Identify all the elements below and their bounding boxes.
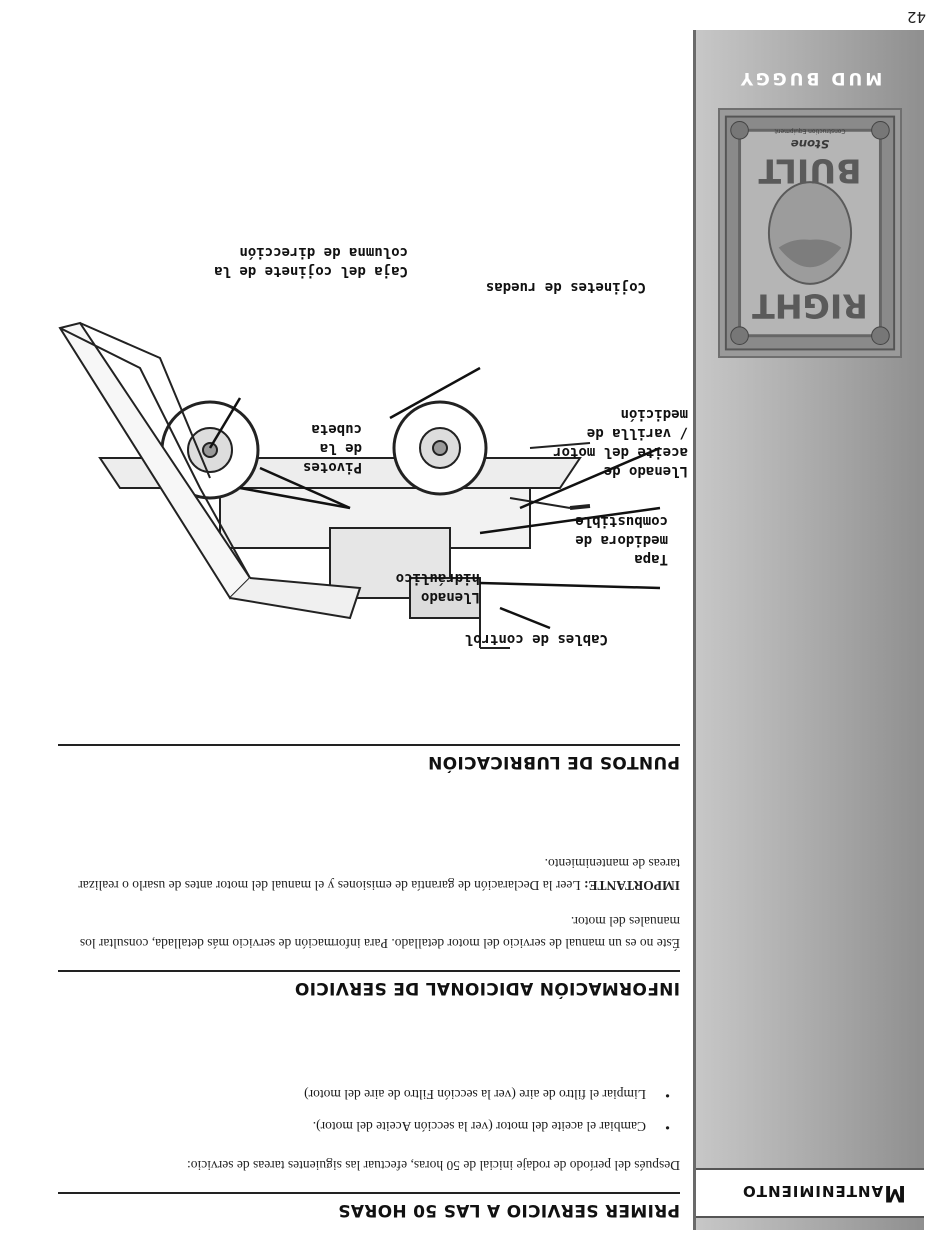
mud-buggy-illustration [58, 321, 661, 649]
first-service-list: Cambiar el aceite del motor (ver la secc… [74, 1072, 674, 1136]
label-oil-fill-dipstick: Llenado de aceite del motor / varilla de… [553, 406, 688, 479]
label-fuel-gauge-cap: Tapa medidora de combustible [575, 513, 668, 567]
section-tab: Mantenimiento [696, 1168, 924, 1218]
brand-name: MUD BUGGY [737, 68, 883, 88]
heading-first-service: PRIMER SERVICIO A LAS 50 HORAS [58, 1192, 680, 1220]
page-number: 42 [906, 8, 926, 26]
list-item: Cambiar el aceite del motor (ver la secc… [74, 1104, 674, 1136]
logo-text-built: BUILT [758, 152, 861, 191]
lubrication-diagram [40, 318, 680, 658]
right-built-logo: RIGHT BUILT Stone Construction Equipment [718, 108, 902, 358]
heading-lubrication: PUNTOS DE LUBRICACIÓN [58, 744, 680, 772]
logo-emblem-icon: RIGHT BUILT Stone Construction Equipment [724, 115, 896, 351]
first-service-intro: Después del período de rodaje inicial de… [187, 1158, 680, 1173]
label-wheel-bearings: Cojinetes de ruedas [485, 279, 646, 295]
logo-text-tagline: Construction Equipment [774, 127, 846, 133]
important-label: IMPORTANTE: [583, 878, 680, 893]
label-hydraulic-fill: Llenado hidráulico [395, 570, 480, 605]
label-bucket-pivots: Pivotes de la cubeta [302, 421, 362, 475]
additional-info-paragraph: Éste no es un manual de servicio del mot… [79, 914, 680, 951]
list-item: Limpiar el filtro de aire (ver la secció… [74, 1072, 674, 1104]
logo-text-right: RIGHT [752, 287, 868, 326]
logo-text-maker: Stone [791, 137, 829, 151]
label-steering-bearing-box: Caja del cojinete de la columna de direc… [214, 244, 408, 279]
heading-additional-info: INFORMACIÓN ADICIONAL DE SERVICIO [58, 970, 680, 998]
important-note: IMPORTANTE: Leer la Declaración de garan… [68, 852, 680, 896]
label-control-cables: Cables de control [464, 631, 608, 647]
